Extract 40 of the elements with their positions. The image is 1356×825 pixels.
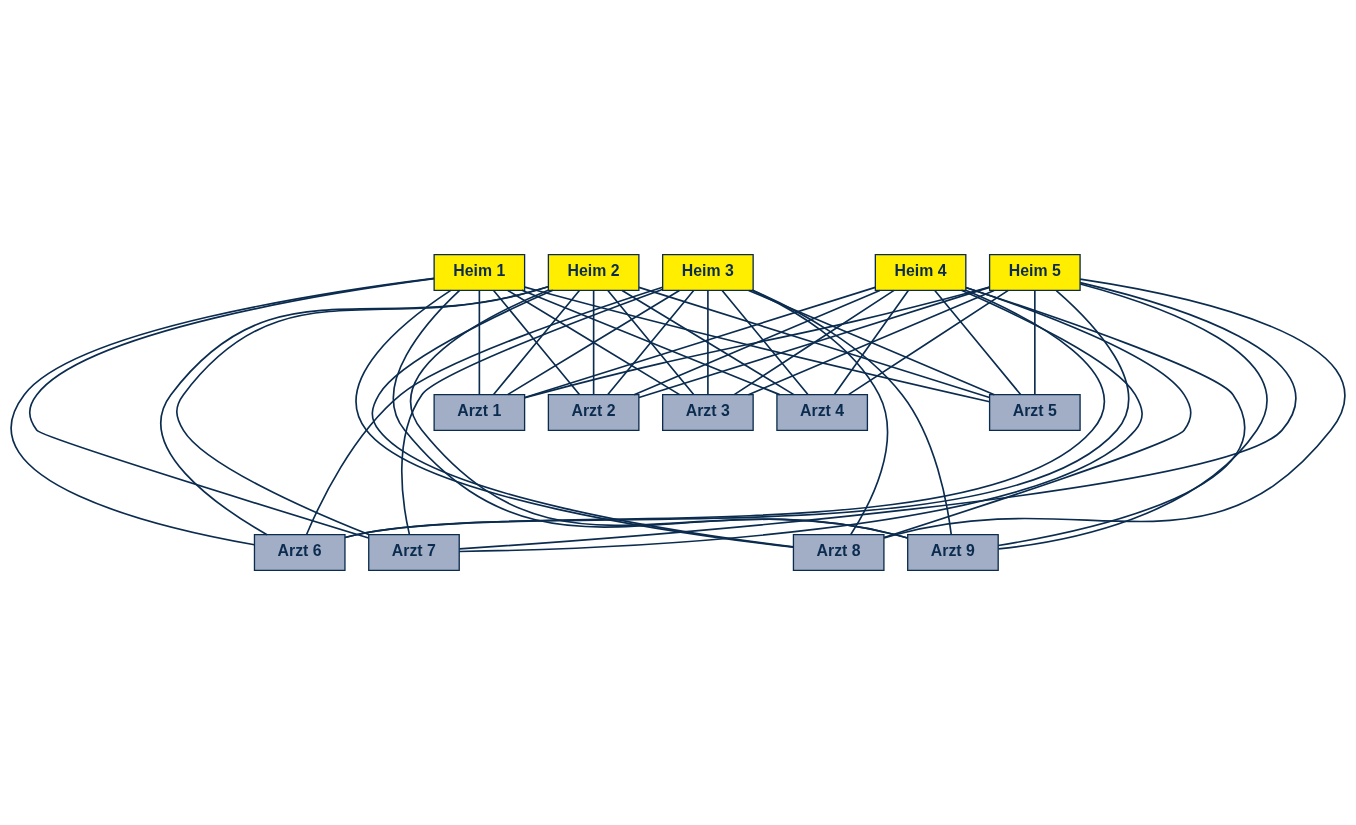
connector	[607, 289, 695, 396]
connector	[633, 289, 881, 396]
connector	[751, 289, 889, 536]
connector	[478, 289, 481, 396]
connector	[1034, 289, 1036, 396]
connector	[751, 289, 953, 536]
connector	[833, 289, 910, 396]
connector	[492, 289, 581, 396]
connector	[707, 289, 709, 396]
connector	[521, 289, 781, 396]
connector	[883, 286, 1192, 539]
node-box: Arzt 6	[253, 534, 346, 571]
connector	[305, 286, 664, 536]
node-box: Arzt 3	[662, 394, 754, 431]
node-box: Heim 5	[988, 254, 1081, 291]
node-box: Heim 1	[433, 254, 526, 291]
connector	[592, 289, 595, 396]
node-box: Arzt 1	[433, 394, 526, 431]
node-box: Arzt 8	[792, 534, 885, 571]
connector	[733, 289, 895, 396]
node-box: Arzt 4	[776, 394, 869, 431]
node-box: Arzt 9	[907, 534, 999, 571]
node-box: Heim 4	[874, 254, 967, 291]
connector	[883, 278, 1346, 539]
node-box: Heim 2	[547, 254, 640, 291]
connector	[638, 286, 991, 399]
connector	[523, 286, 877, 399]
node-box: Arzt 5	[988, 394, 1081, 431]
connector	[400, 288, 664, 536]
connector	[847, 289, 1010, 396]
node-box: Heim 3	[662, 254, 754, 291]
node-box: Arzt 2	[547, 394, 640, 431]
connector	[458, 281, 1297, 550]
connector	[934, 289, 1022, 396]
connector	[721, 289, 809, 396]
connector	[621, 289, 795, 396]
node-box: Arzt 7	[368, 534, 460, 571]
connector	[965, 286, 1245, 547]
connector	[997, 283, 1268, 550]
connector	[458, 289, 1143, 553]
